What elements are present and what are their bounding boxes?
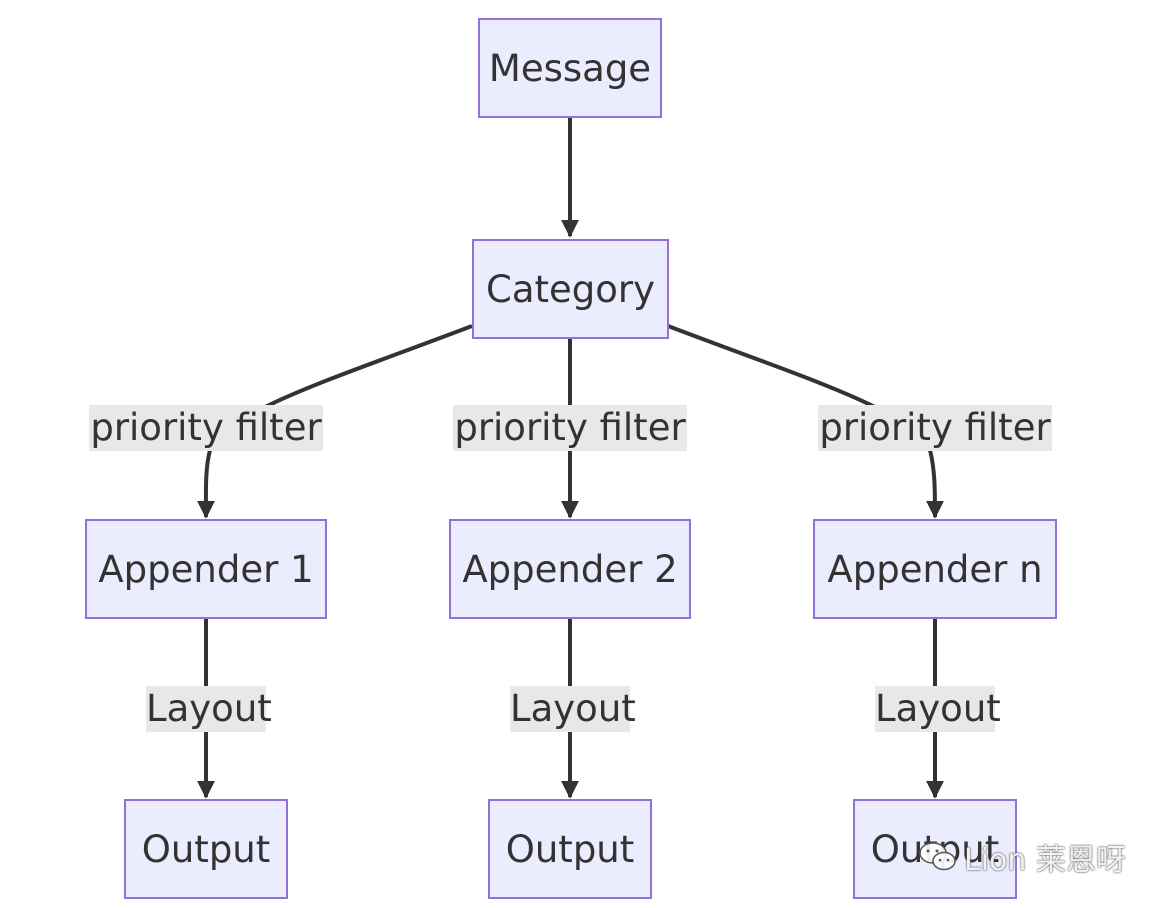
watermark-text: Lion 莱恩呀 xyxy=(964,843,1126,878)
node-output-1: Output xyxy=(124,799,288,899)
wechat-icon xyxy=(919,842,956,871)
edge-label-layout-2: Layout xyxy=(510,686,636,732)
node-appender-n: Appender n xyxy=(813,519,1057,619)
edge-label-layout-1: Layout xyxy=(146,686,272,732)
node-appender-1: Appender 1 xyxy=(85,519,327,619)
node-category: Category xyxy=(472,239,669,339)
node-appender-2: Appender 2 xyxy=(449,519,691,619)
edge-label-priority-filter-1: priority filter xyxy=(89,405,323,451)
edge-label-priority-filter-2: priority filter xyxy=(453,405,687,451)
node-output-2: Output xyxy=(488,799,652,899)
node-message: Message xyxy=(478,18,662,118)
edge-label-priority-filter-3: priority filter xyxy=(818,405,1052,451)
edge-label-layout-3: Layout xyxy=(875,686,1001,732)
watermark: Lion 莱恩呀 xyxy=(918,835,1138,879)
